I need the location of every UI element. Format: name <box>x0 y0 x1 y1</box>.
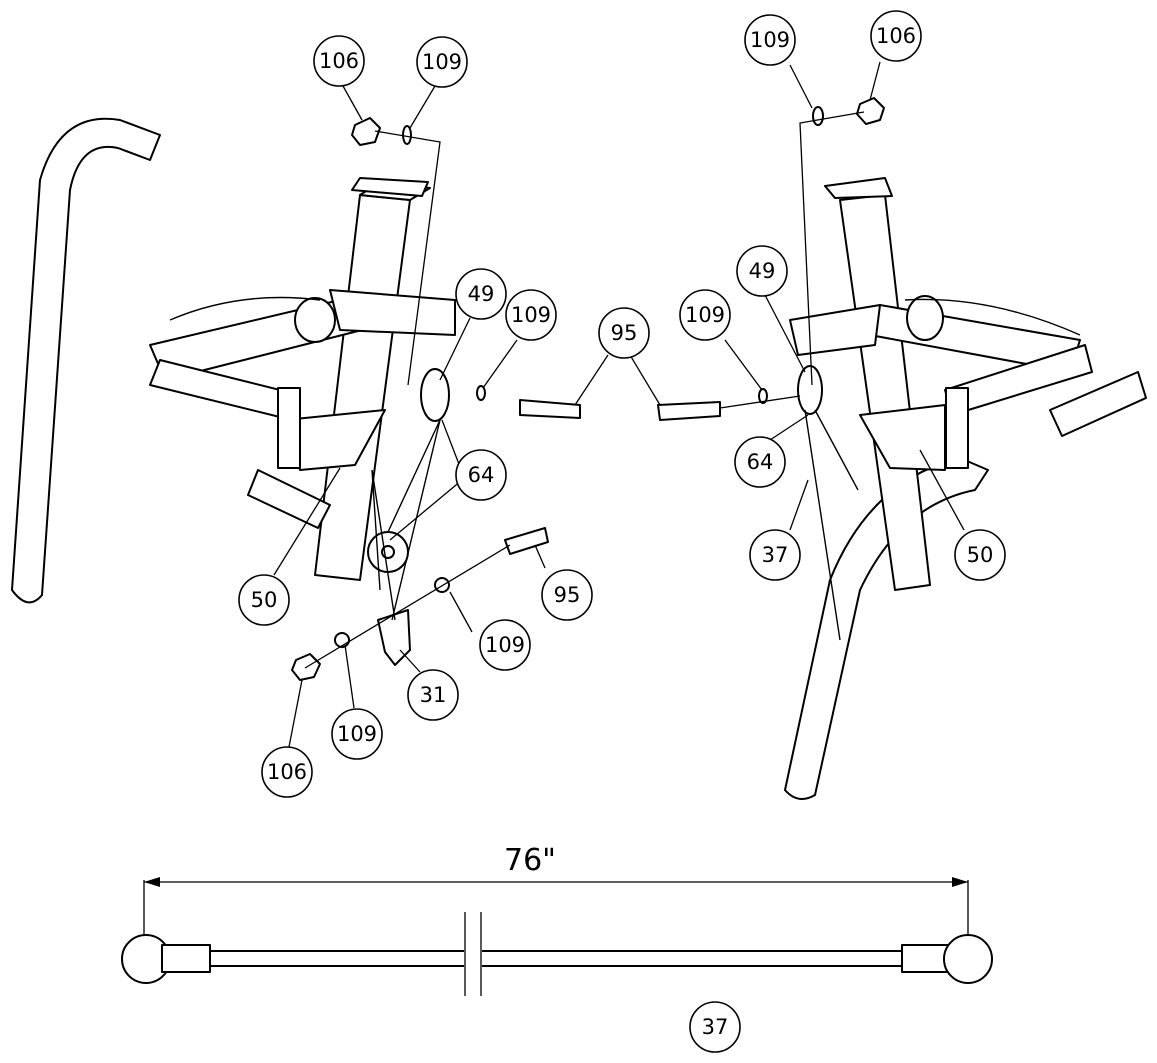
right-nut-top <box>856 97 885 125</box>
left-washer-mid <box>476 385 486 401</box>
right-mount-plate <box>824 177 893 199</box>
callout-right-top-106: 106 <box>870 10 922 62</box>
svg-text:109: 109 <box>422 50 462 74</box>
right-top-hardware-line <box>799 111 865 386</box>
right-lower-cylinder <box>1049 371 1147 437</box>
left-lower-cylinder <box>247 469 331 529</box>
svg-text:106: 106 <box>267 760 307 784</box>
callout-left-31: 31 <box>407 669 459 721</box>
left-pin-95-mid <box>519 399 581 419</box>
right-pin-95 <box>657 401 721 421</box>
callout-left-top-109: 109 <box>416 36 468 88</box>
cable-ferrule-left <box>161 944 211 973</box>
right-cable <box>804 298 1081 641</box>
svg-text:109: 109 <box>750 28 790 52</box>
callout-right-37: 37 <box>749 529 801 581</box>
callout-left-50: 50 <box>238 574 290 626</box>
callout-right-109-mid: 109 <box>679 289 731 341</box>
cable-part-diagram: 76" 37 <box>121 843 993 1053</box>
callout-left-109-low: 109 <box>479 619 531 671</box>
svg-text:31: 31 <box>420 683 447 707</box>
svg-text:49: 49 <box>749 259 776 283</box>
svg-text:106: 106 <box>319 49 359 73</box>
left-handle-tube <box>11 117 161 604</box>
callout-right-64: 64 <box>734 436 786 488</box>
left-side-pulley-49 <box>420 368 450 422</box>
left-cable <box>371 419 441 621</box>
left-nut-top <box>351 117 381 146</box>
dimension-line <box>143 880 969 940</box>
dimension-label: 76" <box>504 843 556 878</box>
right-side-pulley-49 <box>797 365 823 415</box>
svg-text:106: 106 <box>876 24 916 48</box>
right-washer-top <box>812 106 824 126</box>
svg-text:37: 37 <box>762 543 789 567</box>
callout-bubbles: 106 109 49 109 95 64 50 95 109 31 109 10… <box>238 10 1006 798</box>
right-pivot-knob <box>945 387 969 469</box>
callout-right-50: 50 <box>954 529 1006 581</box>
left-assembly <box>11 117 581 681</box>
left-washer-low-right <box>434 577 450 593</box>
svg-text:109: 109 <box>337 722 377 746</box>
left-upright-post <box>314 194 411 581</box>
left-washer-low-left <box>334 632 350 648</box>
callout-right-49: 49 <box>736 245 788 297</box>
right-arm-bracket <box>789 304 881 356</box>
left-pivot-knob <box>277 387 301 469</box>
cable-break-symbol <box>464 912 482 996</box>
left-mount-plate <box>351 177 429 197</box>
right-assembly <box>657 97 1147 800</box>
right-mid-hardware-line <box>719 395 801 409</box>
svg-text:64: 64 <box>747 450 774 474</box>
callout-right-top-109: 109 <box>744 14 796 66</box>
right-rear-pulley <box>906 295 944 341</box>
callout-left-106-bottom: 106 <box>261 746 313 798</box>
callout-left-49: 49 <box>455 268 507 320</box>
left-rear-pulley <box>294 297 336 343</box>
left-bottom-hardware-line <box>304 544 511 669</box>
callout-cable-37: 37 <box>689 1001 741 1053</box>
left-bracket-31 <box>377 609 411 666</box>
cable-wire <box>209 950 903 967</box>
callout-leaders <box>273 61 965 753</box>
callout-left-64: 64 <box>455 449 507 501</box>
svg-text:49: 49 <box>468 282 495 306</box>
callout-left-95-mid: 95 <box>598 307 650 359</box>
callout-left-109-bottom: 109 <box>331 708 383 760</box>
right-plate <box>859 404 946 471</box>
dimension-arrow-left <box>144 877 160 887</box>
svg-text:37: 37 <box>702 1015 729 1039</box>
left-washer-top <box>402 125 412 145</box>
svg-text:109: 109 <box>685 303 725 327</box>
cable-ball-end-right <box>943 934 993 984</box>
callout-left-109-mid: 109 <box>505 289 557 341</box>
svg-text:109: 109 <box>485 633 525 657</box>
svg-text:95: 95 <box>554 583 581 607</box>
left-upper-cable <box>169 296 321 321</box>
svg-text:109: 109 <box>511 303 551 327</box>
left-arm-bracket <box>329 289 456 336</box>
svg-text:50: 50 <box>967 543 994 567</box>
dimension-arrow-right <box>952 877 968 887</box>
left-pin-95-low <box>504 527 549 555</box>
svg-text:64: 64 <box>468 463 495 487</box>
svg-text:95: 95 <box>611 321 638 345</box>
cable-break-gap <box>464 940 482 980</box>
right-washer-mid <box>758 388 768 404</box>
svg-text:50: 50 <box>251 588 278 612</box>
callout-left-top-106: 106 <box>313 35 365 87</box>
callout-left-95-low: 95 <box>541 569 593 621</box>
left-top-hardware-line <box>374 130 441 386</box>
